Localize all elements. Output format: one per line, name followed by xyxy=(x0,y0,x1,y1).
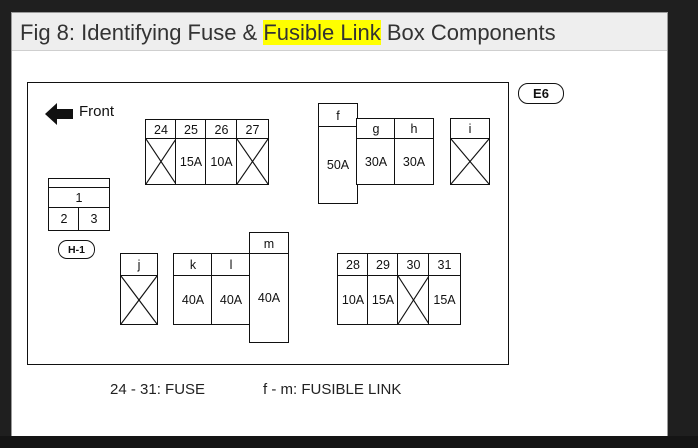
cross-icon xyxy=(121,276,157,324)
link-m-label: m xyxy=(249,232,289,255)
title-highlight: Fusible Link xyxy=(263,20,381,45)
cross-icon xyxy=(237,139,268,184)
link-m-rating: 40A xyxy=(249,253,289,343)
bottom-bar xyxy=(0,436,698,448)
link-i-empty-slot xyxy=(450,138,490,185)
title-prefix: Fig 8: Identifying Fuse & xyxy=(20,20,264,45)
fuse-26-rating: 10A xyxy=(205,138,238,185)
legend-fuse: 24 - 31: FUSE xyxy=(110,381,206,398)
cross-icon xyxy=(398,276,429,324)
fuse-27-label: 27 xyxy=(236,119,269,140)
fuse-28-label: 28 xyxy=(337,253,369,277)
cross-icon xyxy=(451,139,489,184)
fuse-29-rating: 15A xyxy=(367,275,399,325)
fuse-30-label: 30 xyxy=(397,253,430,277)
connector-label-badge: H-1 xyxy=(58,240,95,259)
fuse-29-label: 29 xyxy=(367,253,399,277)
legend-fusible-link: f - m: FUSIBLE LINK xyxy=(263,381,402,398)
title-suffix: Box Components xyxy=(380,20,556,45)
fuse-box-outline xyxy=(27,82,509,365)
fuse-27-empty-slot xyxy=(236,138,269,185)
link-l-rating: 40A xyxy=(211,275,251,325)
fuse-24-label: 24 xyxy=(145,119,177,140)
link-h-label: h xyxy=(394,118,434,140)
figure-title: Fig 8: Identifying Fuse & Fusible Link B… xyxy=(20,20,556,46)
fuse-31-rating: 15A xyxy=(428,275,461,325)
box-code-badge: E6 xyxy=(518,83,564,104)
link-k-label: k xyxy=(173,253,213,277)
fuse-31-label: 31 xyxy=(428,253,461,277)
arrow-left-icon xyxy=(45,103,73,125)
front-label: Front xyxy=(79,103,115,120)
fuse-25-rating: 15A xyxy=(175,138,207,185)
connector-cell-3: 3 xyxy=(78,207,110,231)
connector-cell-1: 1 xyxy=(48,187,110,209)
link-h-rating: 30A xyxy=(394,138,434,185)
fuse-30-empty-slot xyxy=(397,275,430,325)
figure-header: Fig 8: Identifying Fuse & Fusible Link B… xyxy=(12,13,667,51)
link-f-label: f xyxy=(318,103,358,128)
link-j-empty-slot xyxy=(120,275,158,325)
link-f-rating: 50A xyxy=(318,126,358,204)
cross-icon xyxy=(146,139,176,184)
connector-cell-2: 2 xyxy=(48,207,80,231)
link-g-rating: 30A xyxy=(356,138,396,185)
link-g-label: g xyxy=(356,118,396,140)
link-j-label: j xyxy=(120,253,158,277)
fuse-25-label: 25 xyxy=(175,119,207,140)
fuse-26-label: 26 xyxy=(205,119,238,140)
fuse-24-empty-slot xyxy=(145,138,177,185)
link-l-label: l xyxy=(211,253,251,277)
link-i-label: i xyxy=(450,118,490,140)
link-k-rating: 40A xyxy=(173,275,213,325)
fuse-28-rating: 10A xyxy=(337,275,369,325)
